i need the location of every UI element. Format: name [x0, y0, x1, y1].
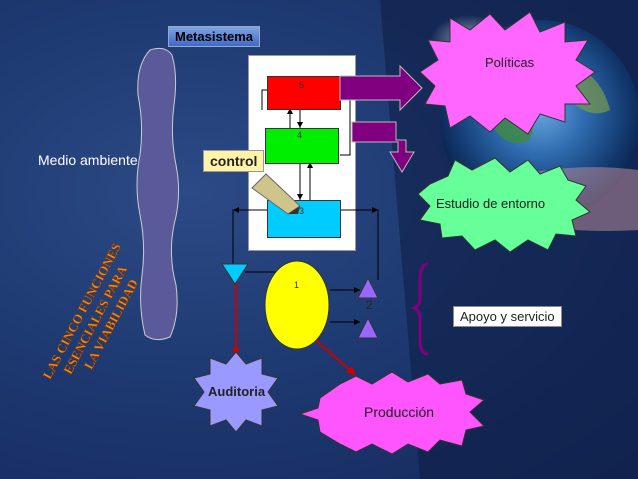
system-1-label: 1 — [294, 280, 300, 290]
auditoria-star — [193, 351, 279, 433]
estudio-entorno-label: Estudio de entorno — [436, 196, 546, 211]
system-4-label: 4 — [297, 130, 303, 140]
arrow-to-estudio — [351, 121, 415, 173]
system-3-label: 3 — [299, 206, 305, 216]
produccion-star — [298, 371, 485, 455]
politicas-label: Políticas — [485, 55, 535, 70]
medio-ambiente-label: Medio ambiente — [38, 152, 138, 168]
side-title: LAS CINCO FUNCIONES ESENCIALES PARA LA V… — [39, 240, 140, 381]
system-4-box — [265, 128, 339, 164]
auditoria-label: Auditoria — [208, 384, 266, 399]
system-2-label: 2 — [366, 298, 373, 312]
system-1-circle — [264, 260, 330, 350]
system-5-box — [267, 76, 341, 110]
metasistema-label: Metasistema — [168, 26, 261, 47]
estudio-star — [417, 157, 591, 253]
politicas-star — [419, 11, 596, 135]
audit-triangle — [221, 263, 249, 285]
coordination-triangle-down — [357, 316, 379, 339]
arrow-to-politicas — [339, 64, 423, 112]
produccion-label: Producción — [364, 404, 435, 420]
control-label: control — [203, 150, 265, 172]
apoyo-servicio-label: Apoyo y servicio — [453, 306, 562, 327]
system-5-label: 5 — [299, 80, 305, 90]
coordination-triangle-up — [357, 276, 379, 299]
environment-shape — [136, 47, 180, 341]
